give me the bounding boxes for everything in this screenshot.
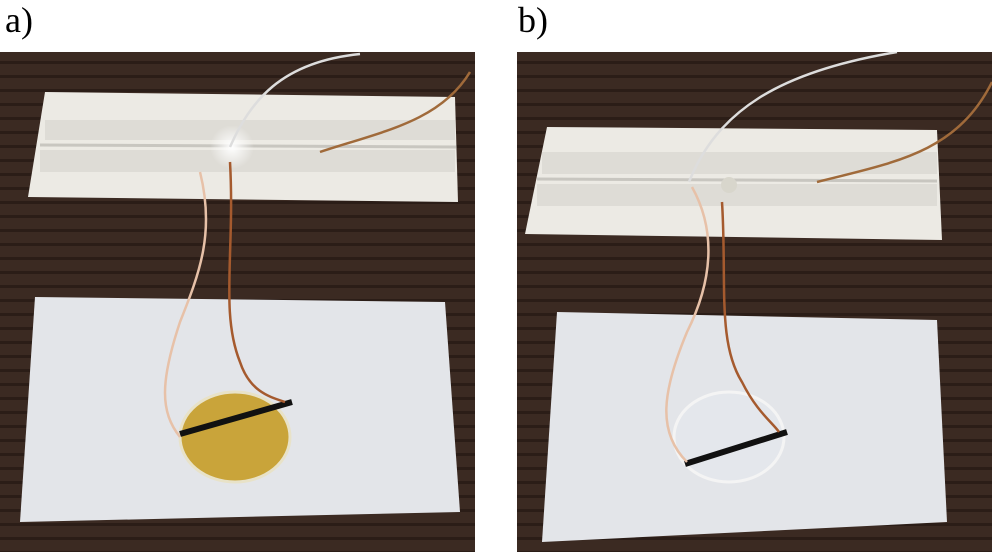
electrode-strip [684, 429, 788, 467]
wires [163, 52, 472, 438]
photo-panel-a [0, 52, 475, 552]
wires [665, 52, 992, 463]
photo-panel-b [517, 52, 992, 552]
panel-a-label: a) [5, 0, 33, 40]
panel-b-label: b) [518, 0, 548, 40]
led-lit [210, 125, 254, 169]
electrode-strip [179, 399, 293, 437]
led-unlit [721, 177, 737, 193]
